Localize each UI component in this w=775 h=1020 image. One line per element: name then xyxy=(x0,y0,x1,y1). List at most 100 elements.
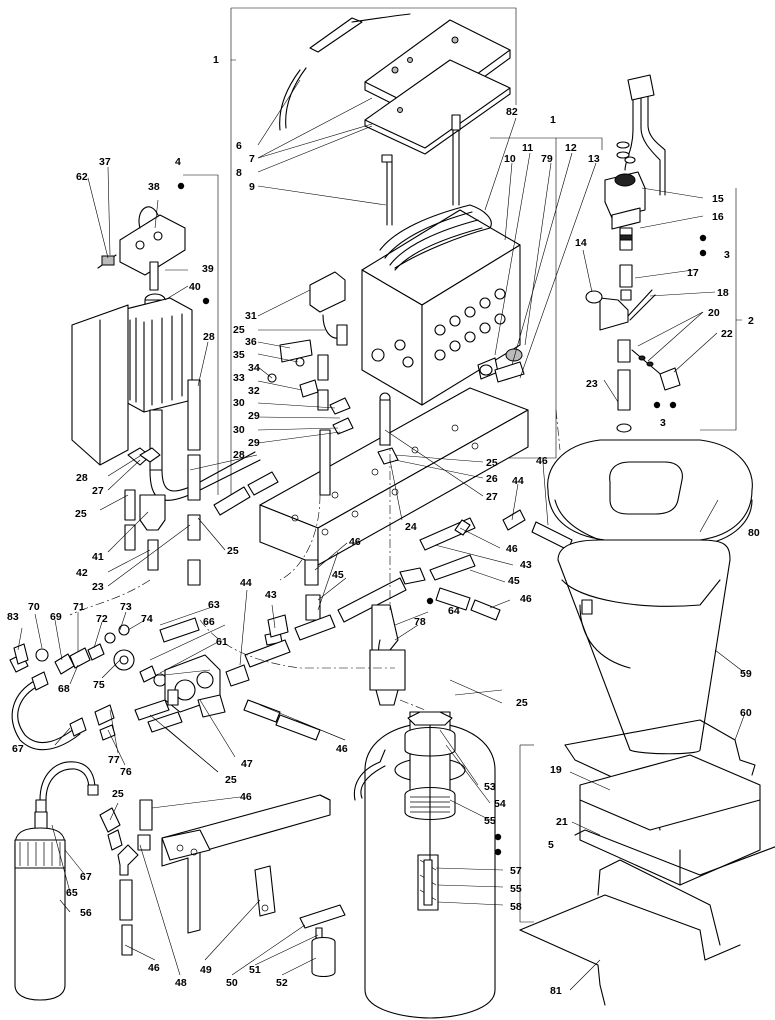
callout-28c: 28 xyxy=(233,449,245,461)
callout-23b: 23 xyxy=(92,581,104,593)
callout-40: 40 xyxy=(189,281,201,293)
callout-32: 32 xyxy=(248,385,260,397)
callout-25f: 25 xyxy=(225,774,237,786)
callout-20: 20 xyxy=(708,307,720,319)
callout-22: 22 xyxy=(721,328,733,340)
callout-49: 49 xyxy=(200,964,212,976)
callout-72: 72 xyxy=(96,613,108,625)
callout-24: 24 xyxy=(405,521,417,533)
y-connector-tubes xyxy=(99,799,153,956)
float-valve xyxy=(267,604,406,706)
callout-45b: 45 xyxy=(508,575,520,587)
callout-41: 41 xyxy=(92,551,104,563)
callout-27b: 27 xyxy=(486,491,498,503)
callout-30b: 30 xyxy=(233,424,245,436)
callout-10: 10 xyxy=(504,153,516,165)
fittings-cluster xyxy=(267,271,399,496)
callout-76: 76 xyxy=(120,766,132,778)
callout-51: 51 xyxy=(249,964,261,976)
callout-16: 16 xyxy=(712,211,724,223)
water-level-assembly xyxy=(71,206,261,586)
callout-81: 81 xyxy=(550,985,562,997)
callout-55a: 55 xyxy=(484,815,496,827)
callout-61: 61 xyxy=(216,636,228,648)
callout-37: 37 xyxy=(99,156,111,168)
callout-1b: 1 xyxy=(550,114,556,126)
bucket-stand xyxy=(519,719,775,1006)
callout-47: 47 xyxy=(241,758,253,770)
callout-3b: 3 xyxy=(660,417,666,429)
callout-8: 8 xyxy=(236,167,242,179)
callout-9: 9 xyxy=(249,181,255,193)
callout-17: 17 xyxy=(687,267,699,279)
callout-64: 64 xyxy=(448,605,460,617)
callout-62: 62 xyxy=(76,171,88,183)
callout-82: 82 xyxy=(506,106,518,118)
callout-65: 65 xyxy=(66,887,78,899)
callout-25b: 25 xyxy=(486,457,498,469)
callout-43a: 43 xyxy=(520,559,532,571)
callout-7: 7 xyxy=(249,153,255,165)
callout-57: 57 xyxy=(510,865,522,877)
callout-31: 31 xyxy=(245,310,257,322)
callout-46b: 46 xyxy=(506,543,518,555)
callout-74: 74 xyxy=(141,613,153,625)
callout-46f: 46 xyxy=(240,791,252,803)
callout-27a: 27 xyxy=(92,485,104,497)
water-tank xyxy=(353,711,496,1019)
callout-30a: 30 xyxy=(233,397,245,409)
water-bucket xyxy=(547,439,753,755)
callout-25d: 25 xyxy=(227,545,239,557)
callout-63: 63 xyxy=(208,599,220,611)
callout-25g: 25 xyxy=(112,788,124,800)
callout-46g: 46 xyxy=(148,962,160,974)
callout-13: 13 xyxy=(588,153,600,165)
callout-59: 59 xyxy=(740,668,752,680)
pump-valve-assembly xyxy=(113,649,226,718)
callout-80: 80 xyxy=(748,527,760,539)
callout-66: 66 xyxy=(203,616,215,628)
flow-lines xyxy=(69,409,561,711)
callout-28b: 28 xyxy=(76,472,88,484)
legend-dots xyxy=(177,182,707,856)
callout-53: 53 xyxy=(484,781,496,793)
callout-38: 38 xyxy=(148,181,160,193)
callout-43b: 43 xyxy=(265,589,277,601)
callout-48: 48 xyxy=(175,977,187,989)
callout-15: 15 xyxy=(712,193,724,205)
callout-29b: 29 xyxy=(248,437,260,449)
callout-70: 70 xyxy=(28,601,40,613)
callout-35: 35 xyxy=(233,349,245,361)
callout-14: 14 xyxy=(575,237,587,249)
callout-labels: 1 1 2 3 3 4 5 6 7 8 9 10 11 12 13 14 15 … xyxy=(7,54,760,997)
inlet-fittings xyxy=(9,624,130,751)
mounting-bracket xyxy=(161,794,346,978)
callout-77: 77 xyxy=(108,754,120,766)
assembly-brackets xyxy=(183,7,742,923)
callout-12: 12 xyxy=(565,142,577,154)
callout-67b: 67 xyxy=(80,871,92,883)
callout-79: 79 xyxy=(541,153,553,165)
callout-4: 4 xyxy=(175,156,181,168)
callout-75: 75 xyxy=(93,679,105,691)
filter-cartridge xyxy=(14,761,99,1001)
callout-60: 60 xyxy=(740,707,752,719)
callout-44a: 44 xyxy=(512,475,524,487)
tubing-network xyxy=(134,471,573,741)
callout-25c: 25 xyxy=(75,508,87,520)
callout-1: 1 xyxy=(213,54,219,66)
callout-25a: 25 xyxy=(233,324,245,336)
callout-68: 68 xyxy=(58,683,70,695)
callout-28a: 28 xyxy=(203,331,215,343)
callout-2: 2 xyxy=(748,315,754,327)
callout-21: 21 xyxy=(556,816,568,828)
callout-58: 58 xyxy=(510,901,522,913)
callout-78: 78 xyxy=(414,616,426,628)
callout-26: 26 xyxy=(486,473,498,485)
callout-36: 36 xyxy=(245,336,257,348)
callout-71: 71 xyxy=(73,601,85,613)
callout-46e: 46 xyxy=(336,743,348,755)
callout-69: 69 xyxy=(50,611,62,623)
callout-6: 6 xyxy=(236,140,242,152)
